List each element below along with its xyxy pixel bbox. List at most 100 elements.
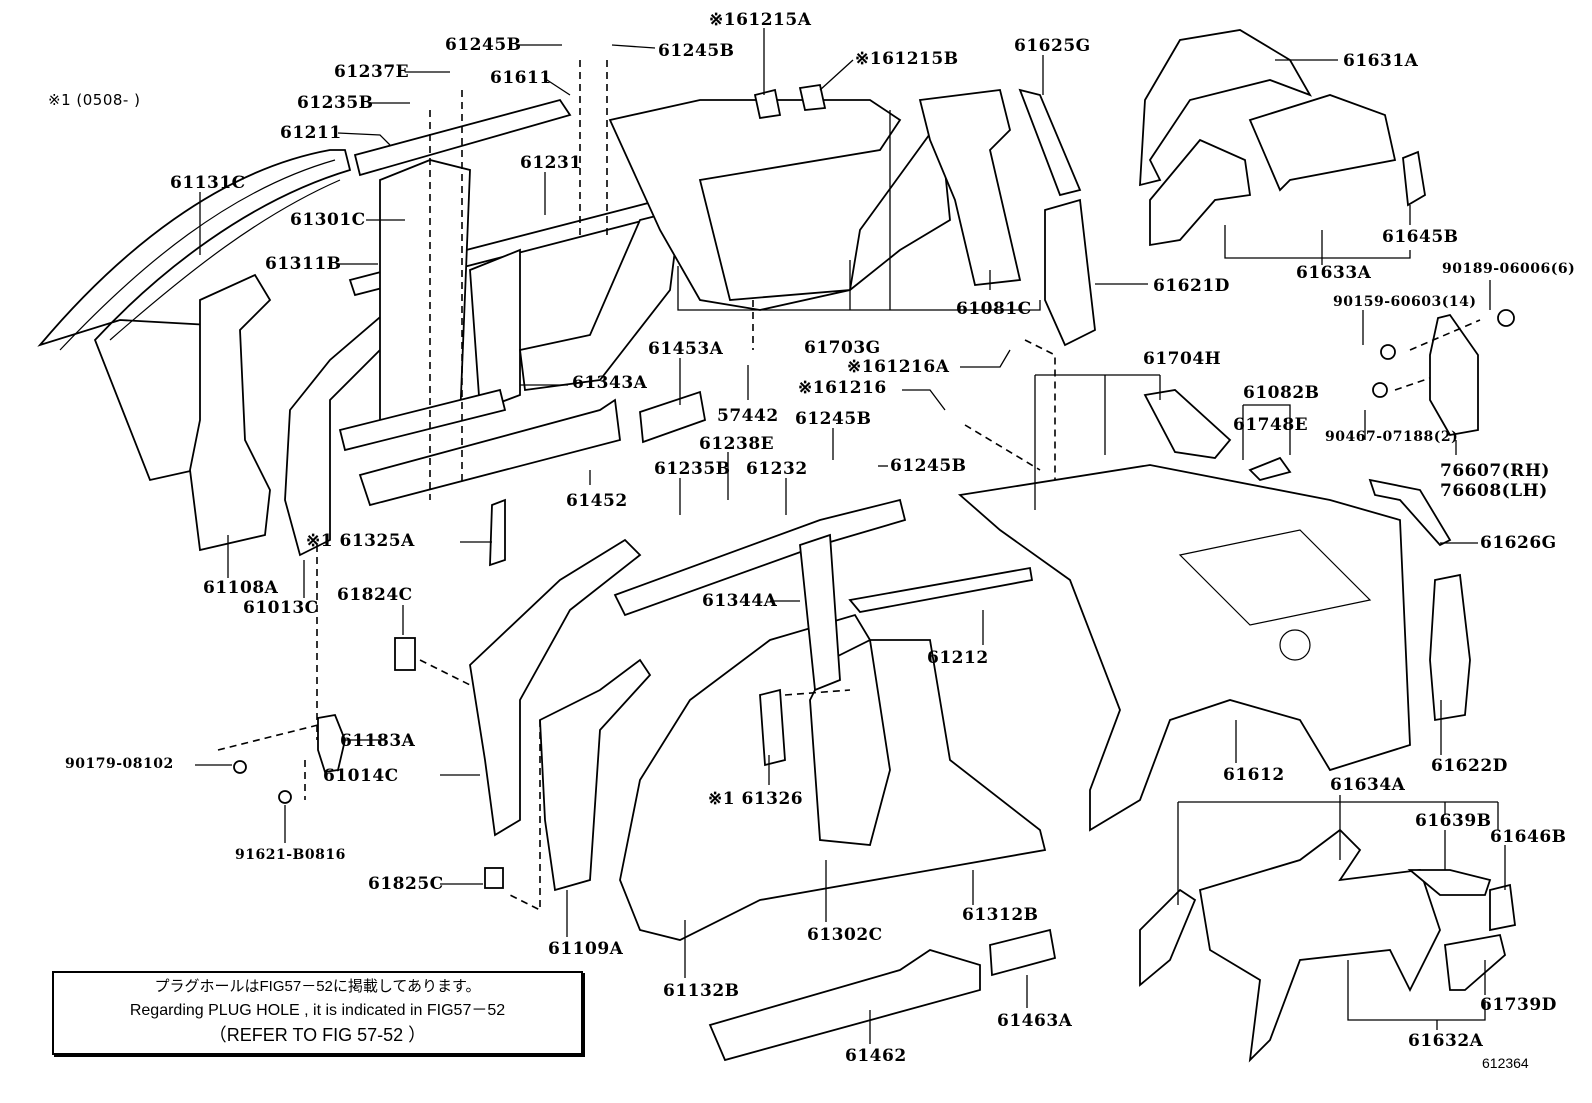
part-label-61631a[interactable]: 61631A (1343, 51, 1419, 71)
part-label-90467071882[interactable]: 90467-07188(2) (1325, 429, 1459, 445)
part-61824c-block (394, 637, 416, 671)
part-label-61245b[interactable]: 61245B (795, 409, 872, 429)
part-label-161325a[interactable]: ※1 61325A (306, 531, 415, 551)
part-label-161215b[interactable]: ※161215B (855, 49, 959, 69)
part-label-61132b[interactable]: 61132B (663, 981, 740, 1001)
plug-hole-note: プラグホールはFIG57－52に掲載してあります。 Regarding PLUG… (52, 971, 583, 1055)
part-label-61825c[interactable]: 61825C (368, 874, 444, 894)
part-61183a-outline (317, 713, 346, 774)
part-61326-outline (759, 688, 786, 767)
part-label-61453a[interactable]: 61453A (648, 339, 724, 359)
part-label-61311b[interactable]: 61311B (265, 254, 342, 274)
part-label-61645b[interactable]: 61645B (1382, 227, 1459, 247)
part-label-61632a[interactable]: 61632A (1408, 1031, 1484, 1051)
part-61625g-outline (1018, 88, 1082, 197)
part-61211-outline (353, 98, 572, 177)
part-label-76608lh[interactable]: 76608(LH) (1440, 481, 1548, 501)
part-61634a-outline (1198, 828, 1441, 1063)
part-label-61622d[interactable]: 61622D (1431, 756, 1508, 776)
part-61631a-outline (1139, 29, 1313, 187)
part-label-61612[interactable]: 61612 (1223, 765, 1285, 785)
part-label-61463a[interactable]: 61463A (997, 1011, 1073, 1031)
part-label-61344a[interactable]: 61344A (702, 591, 778, 611)
part-61453a-outline (639, 390, 707, 444)
part-label-61082b[interactable]: 61082B (1243, 383, 1320, 403)
part-label-61109a[interactable]: 61109A (548, 939, 624, 959)
part-label-61739d[interactable]: 61739D (1480, 995, 1557, 1015)
figure-number: 612364 (1482, 1055, 1529, 1071)
part-label-61611[interactable]: 61611 (490, 68, 552, 88)
part-label-61232[interactable]: 61232 (746, 459, 808, 479)
part-61108a-outline (189, 273, 272, 552)
part-label-91621b0816[interactable]: 91621-B0816 (235, 847, 346, 863)
part-61452-outline (358, 398, 621, 507)
part-label-61238e[interactable]: 61238E (699, 434, 775, 454)
part-61232-rail (613, 498, 907, 617)
part-label-161216a[interactable]: ※161216A (847, 357, 950, 377)
part-61633a-extension (1149, 138, 1252, 247)
part-label-61626g[interactable]: 61626G (1480, 533, 1557, 553)
part-61704h-outline (1143, 389, 1232, 459)
part-label-161326[interactable]: ※1 61326 (708, 789, 804, 809)
part-61645b-outline (1402, 150, 1426, 207)
part-label-61625g[interactable]: 61625G (1014, 36, 1091, 56)
part-61131c-detail (59, 159, 341, 351)
part-side-outer-frame (619, 613, 1047, 941)
part-61646b-outline (1489, 883, 1516, 932)
part-label-61245b[interactable]: 61245B (445, 35, 522, 55)
part-label-61301c[interactable]: 61301C (290, 210, 366, 230)
part-76607-mudguard (1429, 313, 1479, 436)
part-label-161215a[interactable]: ※161215A (709, 10, 812, 30)
part-label-61302c[interactable]: 61302C (807, 925, 883, 945)
part-label-57442[interactable]: 57442 (717, 406, 779, 426)
part-label-61633a[interactable]: 61633A (1296, 263, 1372, 283)
fastener-90189-icon (1497, 309, 1515, 327)
part-label-61748e[interactable]: 61748E (1233, 415, 1309, 435)
part-61462-outline (708, 949, 981, 1062)
part-label-61081c[interactable]: 61081C (956, 299, 1032, 319)
part-label-9017908102[interactable]: 90179-08102 (65, 756, 174, 772)
part-label-61704h[interactable]: 61704H (1143, 349, 1222, 369)
part-label-61014c[interactable]: 61014C (323, 766, 399, 786)
part-label-61231[interactable]: 61231 (520, 153, 582, 173)
part-label-61634a[interactable]: 61634A (1330, 775, 1406, 795)
part-61215b-clip (798, 83, 827, 111)
part-61748e-outline (1248, 456, 1292, 482)
part-label-76607rh[interactable]: 76607(RH) (1440, 461, 1550, 481)
part-label-61245b[interactable]: 61245B (658, 41, 735, 61)
part-label-61824c[interactable]: 61824C (337, 585, 413, 605)
part-label-61343a[interactable]: 61343A (572, 373, 648, 393)
part-label-61312b[interactable]: 61312B (962, 905, 1039, 925)
part-label-61212[interactable]: 61212 (927, 648, 989, 668)
part-label-90189060066[interactable]: 90189-06006(6) (1442, 261, 1576, 277)
part-label-61108a[interactable]: 61108A (203, 578, 279, 598)
part-label-61131c[interactable]: 61131C (170, 173, 246, 193)
part-61739d-outline (1444, 933, 1507, 991)
part-61639b-outline (1407, 869, 1492, 896)
fastener-90159-icon (1380, 344, 1396, 360)
part-61131c-outline (37, 149, 352, 482)
part-label-61013c[interactable]: 61013C (243, 598, 319, 618)
part-label-161216[interactable]: ※161216 (798, 378, 887, 398)
part-61301c-outline (379, 159, 471, 421)
part-label-61235b[interactable]: 61235B (654, 459, 731, 479)
part-label-61621d[interactable]: 61621D (1153, 276, 1230, 296)
part-label-61462[interactable]: 61462 (845, 1046, 907, 1066)
part-label-61452[interactable]: 61452 (566, 491, 628, 511)
fastener-90179-icon (233, 760, 247, 774)
part-label-901596060314[interactable]: 90159-60603(14) (1333, 294, 1477, 310)
note-reference: （REFER TO FIG 57-52 ） (208, 1025, 427, 1045)
part-61212-rail (848, 566, 1034, 613)
part-61622d-outline (1429, 573, 1471, 722)
part-label-61235b[interactable]: 61235B (297, 93, 374, 113)
part-label-61646b[interactable]: 61646B (1490, 827, 1567, 847)
part-label-61211[interactable]: 61211 (280, 123, 342, 143)
part-label-61245b[interactable]: 61245B (890, 456, 967, 476)
part-label-61639b[interactable]: 61639B (1415, 811, 1492, 831)
part-61633a-outline (1248, 94, 1397, 192)
part-label-61237e[interactable]: 61237E (334, 62, 410, 82)
part-label-61183a[interactable]: 61183A (340, 731, 416, 751)
part-label-61703g[interactable]: 61703G (804, 338, 881, 358)
